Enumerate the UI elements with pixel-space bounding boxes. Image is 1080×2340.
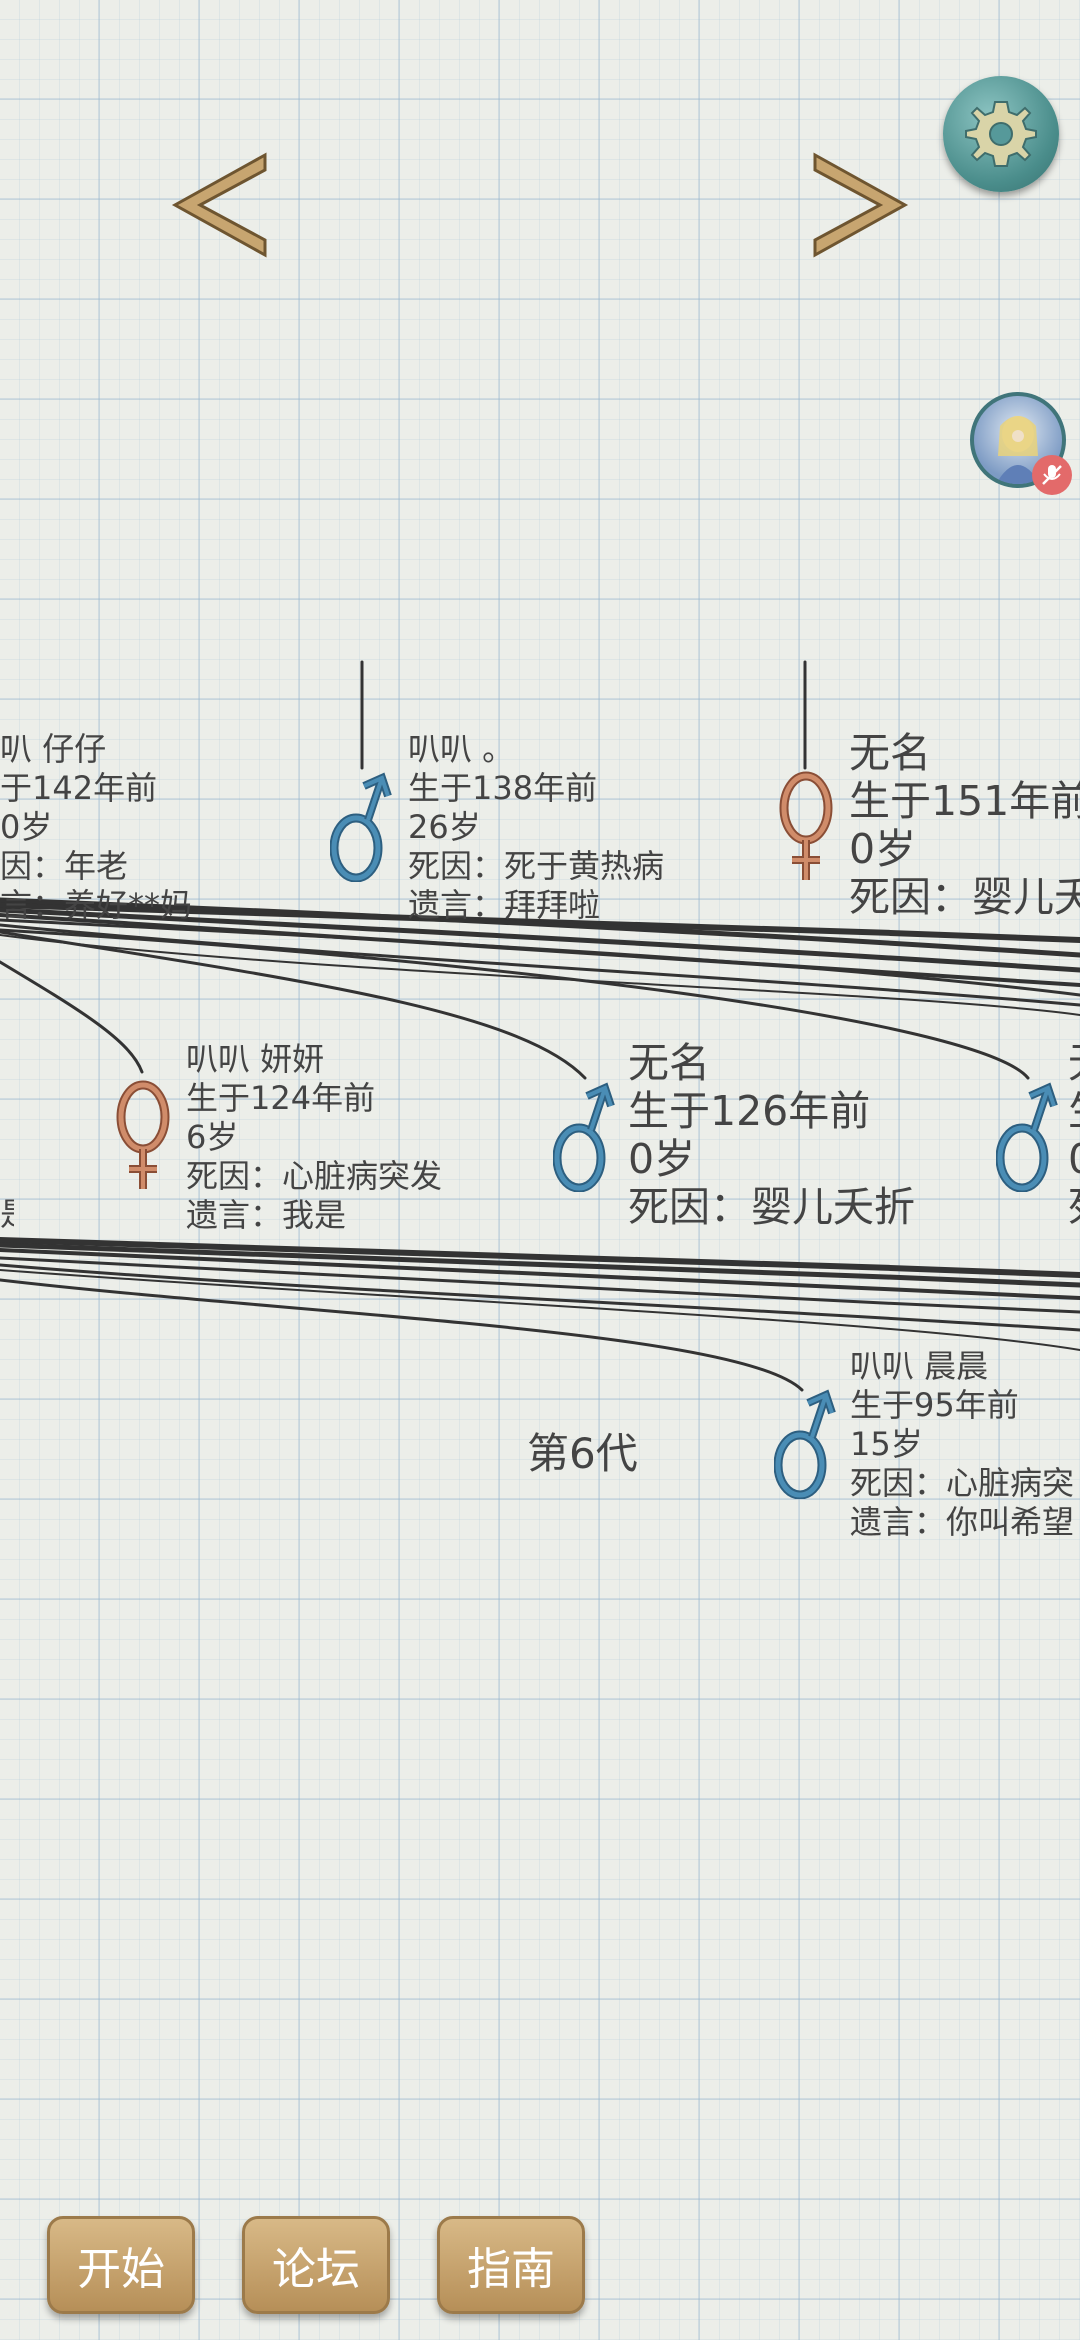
person-name: 叭叭 。 xyxy=(408,730,515,768)
person-name: 叭 仔仔 xyxy=(0,730,107,768)
person-age: 0岁 xyxy=(628,1135,696,1183)
mic-off-icon xyxy=(1042,465,1062,485)
person-born: 生于126年前 xyxy=(628,1087,871,1135)
mute-toggle[interactable] xyxy=(1032,455,1072,495)
person-cause: 死因：死于黄热病 xyxy=(408,847,665,885)
person-words: 是 xyxy=(0,1198,14,1237)
person-name: 无名 xyxy=(849,729,931,777)
person-name: 无 xyxy=(1068,1043,1080,1091)
person-age: 0 xyxy=(1068,1139,1080,1187)
person-cause: 死因：心脏病突 xyxy=(850,1464,1075,1502)
person-words: 言：养好**妈 xyxy=(0,886,193,924)
person-card[interactable]: 是 xyxy=(0,1198,14,1237)
generation-label: 第6代 xyxy=(527,1429,638,1478)
person-name: 叭叭 晨晨 xyxy=(850,1347,989,1385)
person-cause: 死因：心脏病突发 xyxy=(186,1157,443,1195)
person-words: 遗言：拜拜啦 xyxy=(408,886,601,924)
person-born: 生于95年前 xyxy=(850,1386,1019,1424)
prev-arrow-icon[interactable] xyxy=(165,145,275,265)
person-age: 6岁 xyxy=(186,1118,239,1156)
female-symbol-icon xyxy=(116,1080,170,1189)
character-portrait-icon xyxy=(996,416,1040,484)
person-born: 生于124年前 xyxy=(186,1079,376,1117)
person-age: 26岁 xyxy=(408,808,481,846)
person-cause: 死 xyxy=(1068,1187,1080,1235)
male-symbol-icon xyxy=(330,772,392,882)
guide-button[interactable]: 指南 xyxy=(437,2216,585,2314)
male-symbol-icon xyxy=(774,1389,836,1499)
person-born: 生于151年前 xyxy=(849,777,1080,825)
male-symbol-icon xyxy=(996,1082,1058,1192)
person-cause: 因：年老 xyxy=(0,847,129,885)
person-cause: 死因：婴儿夭 xyxy=(849,873,1080,921)
person-born: 生于138年前 xyxy=(408,769,598,807)
person-age: 0岁 xyxy=(0,808,53,846)
person-name: 叭叭 妍妍 xyxy=(186,1040,325,1078)
person-words: 遗言：我是 xyxy=(186,1196,347,1234)
person-age: 0岁 xyxy=(849,825,917,873)
person-cause: 死因：婴儿夭折 xyxy=(628,1183,915,1231)
person-age: 15岁 xyxy=(850,1425,923,1463)
gear-icon xyxy=(965,101,1037,167)
female-symbol-icon xyxy=(779,771,833,880)
next-arrow-icon[interactable] xyxy=(805,145,915,265)
start-button[interactable]: 开始 xyxy=(47,2216,195,2314)
person-words: 遗言：你叫希望 xyxy=(850,1503,1075,1541)
male-symbol-icon xyxy=(553,1082,615,1192)
person-name: 无名 xyxy=(628,1039,710,1087)
person-born: 生 xyxy=(1068,1091,1080,1139)
settings-gear-button[interactable] xyxy=(943,76,1059,192)
person-born: 于142年前 xyxy=(0,769,158,807)
forum-button[interactable]: 论坛 xyxy=(242,2216,390,2314)
